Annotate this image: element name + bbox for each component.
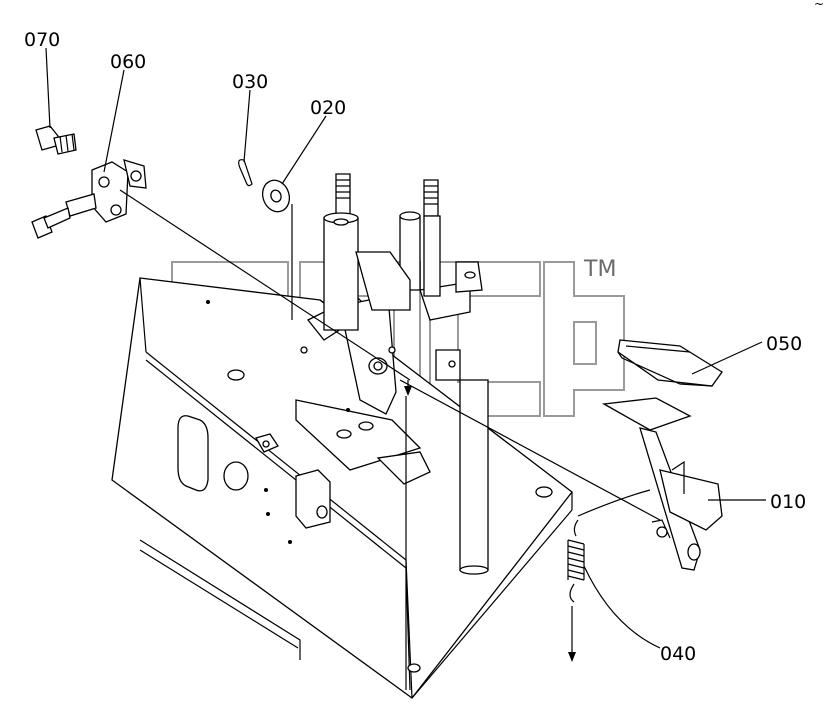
label-part-070: 070 — [24, 29, 60, 51]
part-010-pedal-arm — [601, 397, 723, 571]
label-part-060: 060 — [110, 51, 146, 73]
upper-bracket — [295, 261, 483, 529]
corner-mark: ~ — [814, 0, 824, 11]
part-060-assembly — [31, 125, 147, 239]
label-part-020: 020 — [310, 97, 346, 119]
assembly-lines — [119, 189, 661, 690]
label-part-050: 050 — [766, 333, 802, 355]
part-040-spring — [567, 519, 585, 662]
part-050-pedal-pad — [617, 339, 723, 387]
part-020-washer — [261, 179, 291, 213]
label-part-030: 030 — [232, 71, 268, 93]
frame-plate — [111, 277, 573, 699]
label-part-040: 040 — [660, 643, 696, 665]
part-labels: 070 060 030 020 050 010 040 — [24, 29, 806, 665]
part-030-pin — [238, 159, 253, 187]
watermark-tm: TM — [583, 257, 616, 282]
vertical-shafts — [323, 173, 489, 575]
label-part-010: 010 — [770, 491, 806, 513]
leader-lines — [45, 47, 766, 649]
